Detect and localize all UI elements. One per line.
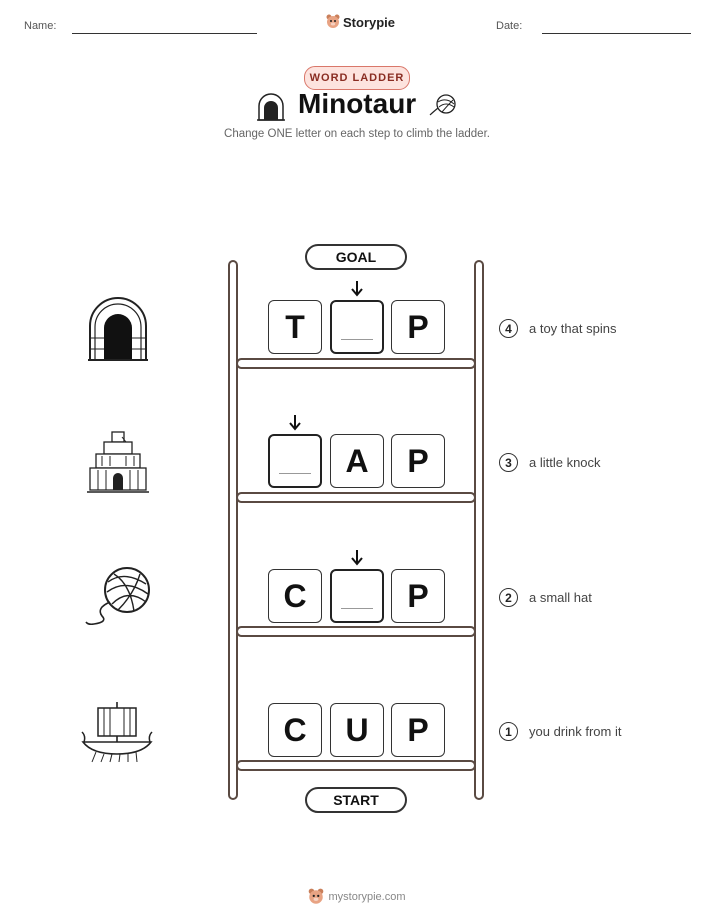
word-ladder-badge: WORD LADDER	[304, 66, 410, 90]
date-line[interactable]	[542, 33, 691, 34]
yarn-ball-icon	[85, 567, 150, 626]
step-number: 2	[499, 588, 518, 607]
yarn-ball-small-icon	[429, 94, 456, 116]
letter-tile: T	[268, 300, 322, 354]
blank-letter-tile[interactable]	[268, 434, 322, 488]
clue-text: a toy that spins	[529, 321, 617, 336]
storypie-logo: Storypie	[326, 14, 395, 30]
blank-letter-tile[interactable]	[330, 300, 384, 354]
letter-tile: U	[330, 703, 384, 757]
date-label: Date:	[496, 20, 523, 32]
step-number: 3	[499, 453, 518, 472]
labyrinth-doorway-icon	[88, 297, 148, 361]
footer-url[interactable]: mystorypie.com	[328, 891, 406, 903]
letter-tile: C	[268, 569, 322, 623]
ladder	[228, 260, 484, 800]
bear-icon	[309, 888, 324, 904]
clue-text: a little knock	[529, 455, 601, 470]
clue-text: you drink from it	[529, 724, 622, 739]
labyrinth-doorway-small-icon	[257, 93, 285, 121]
blank-letter-tile[interactable]	[330, 569, 384, 623]
letter-tile: P	[391, 569, 445, 623]
letter-tile: P	[391, 300, 445, 354]
arrow-down-icon	[351, 281, 363, 297]
step-number: 4	[499, 319, 518, 338]
footer: mystorypie.com	[0, 888, 714, 906]
page-title: Minotaur	[298, 88, 417, 119]
letter-tile: C	[268, 703, 322, 757]
letter-tile: A	[330, 434, 384, 488]
letter-tile: P	[391, 434, 445, 488]
arrow-down-icon	[351, 550, 363, 566]
palace-icon	[87, 431, 149, 493]
step-number: 1	[499, 722, 518, 741]
clue-text: a small hat	[529, 590, 592, 605]
goal-label: GOAL	[305, 244, 407, 270]
greek-ship-icon	[81, 702, 153, 763]
bear-icon	[326, 14, 340, 28]
arrow-down-icon	[289, 415, 301, 431]
letter-tile: P	[391, 703, 445, 757]
name-label: Name:	[24, 20, 57, 32]
brand-name: Storypie	[343, 14, 396, 30]
start-label: START	[305, 787, 407, 813]
name-line[interactable]	[72, 33, 257, 34]
instructions: Change ONE letter on each step to climb …	[224, 128, 490, 140]
